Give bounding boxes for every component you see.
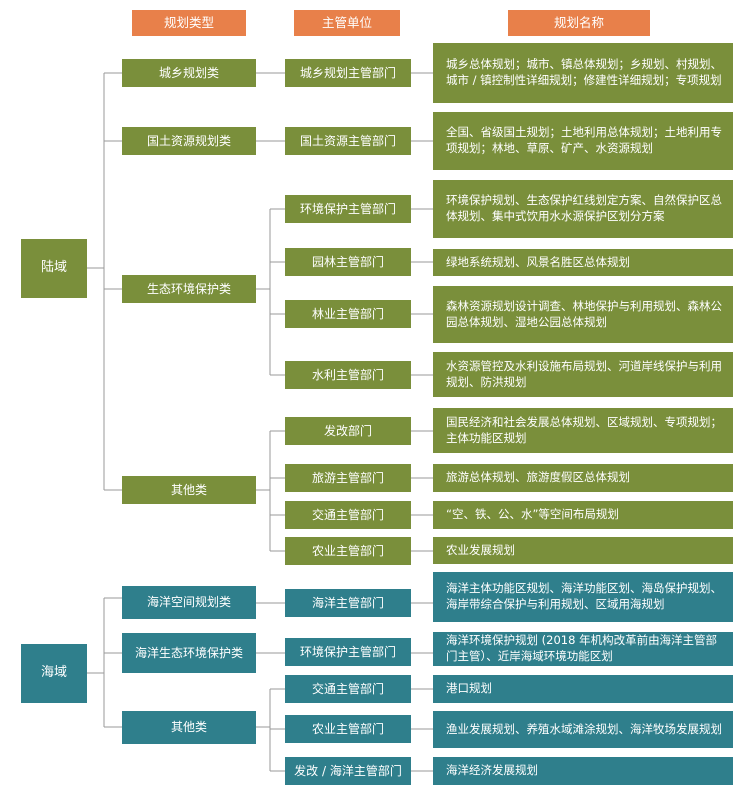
plan-names-box: 渔业发展规划、养殖水域滩涂规划、海洋牧场发展规划 [433, 711, 733, 748]
unit-box: 林业主管部门 [285, 300, 411, 328]
header-plan-type: 规划类型 [132, 10, 246, 36]
unit-box: 农业主管部门 [285, 715, 411, 743]
plan-names-box: 旅游总体规划、旅游度假区总体规划 [433, 464, 733, 492]
category-urban-rural-planning: 城乡规划类 [122, 59, 256, 87]
plan-names-box: 海洋经济发展规划 [433, 757, 733, 785]
unit-box: 环境保护主管部门 [285, 638, 411, 666]
category-land-resources-planning: 国土资源规划类 [122, 127, 256, 155]
unit-box: 发改 / 海洋主管部门 [285, 757, 411, 785]
plan-names-box: 环境保护规划、生态保护红线划定方案、自然保护区总体规划、集中式饮用水水源保护区划… [433, 180, 733, 238]
unit-box: 城乡规划主管部门 [285, 59, 411, 87]
category-sea-other: 其他类 [122, 711, 256, 744]
plan-names-box: 海洋主体功能区规划、海洋功能区划、海岛保护规划、海岸带综合保护与利用规划、区域用… [433, 572, 733, 622]
plan-names-box: 农业发展规划 [433, 537, 733, 564]
unit-box: 海洋主管部门 [285, 589, 411, 617]
plan-names-box: 国民经济和社会发展总体规划、区域规划、专项规划；主体功能区规划 [433, 408, 733, 453]
unit-box: 环境保护主管部门 [285, 195, 411, 223]
plan-names-box: 城乡总体规划；城市、镇总体规划；乡规划、村规划、城市 / 镇控制性详细规划；修建… [433, 43, 733, 103]
header-plan-name: 规划名称 [508, 10, 650, 36]
unit-box: 旅游主管部门 [285, 464, 411, 492]
category-eco-environment-protection: 生态环境保护类 [122, 275, 256, 303]
plan-names-box: 全国、省级国土规划；土地利用总体规划；土地利用专项规划；林地、草原、矿产、水资源… [433, 112, 733, 170]
category-marine-spatial-planning: 海洋空间规划类 [122, 586, 256, 619]
unit-box: 交通主管部门 [285, 501, 411, 529]
plan-names-box: 港口规划 [433, 675, 733, 703]
unit-box: 发改部门 [285, 417, 411, 445]
category-land-other: 其他类 [122, 476, 256, 504]
category-marine-eco-protection: 海洋生态环境保护类 [122, 633, 256, 673]
plan-names-box: 海洋环境保护规划 (2018 年机构改革前由海洋主管部门主管）、近岸海域环境功能… [433, 632, 733, 666]
unit-box: 国土资源主管部门 [285, 127, 411, 155]
plan-names-box: 绿地系统规划、风景名胜区总体规划 [433, 249, 733, 276]
domain-land: 陆域 [21, 239, 87, 298]
unit-box: 交通主管部门 [285, 675, 411, 703]
domain-sea: 海域 [21, 644, 87, 703]
plan-names-box: 水资源管控及水利设施布局规划、河道岸线保护与利用规划、防洪规划 [433, 352, 733, 397]
unit-box: 农业主管部门 [285, 537, 411, 565]
plan-names-box: “空、铁、公、水”等空间布局规划 [433, 501, 733, 529]
header-authority: 主管单位 [294, 10, 400, 36]
plan-names-box: 森林资源规划设计调查、林地保护与利用规划、森林公园总体规划、湿地公园总体规划 [433, 286, 733, 343]
unit-box: 园林主管部门 [285, 248, 411, 276]
unit-box: 水利主管部门 [285, 361, 411, 389]
